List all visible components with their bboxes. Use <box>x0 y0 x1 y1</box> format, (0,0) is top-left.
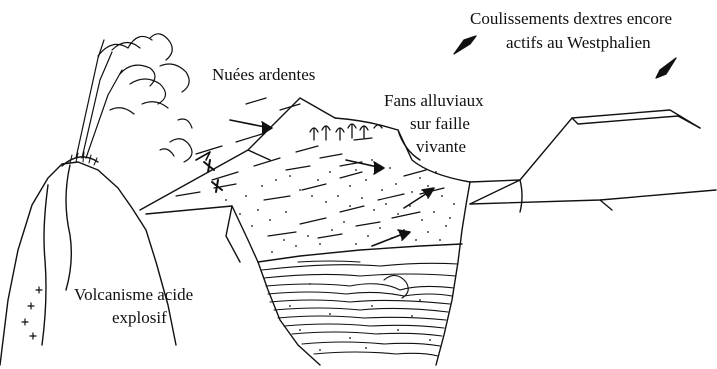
basin-strata <box>262 261 458 356</box>
volcano <box>0 152 176 365</box>
labels: Coulissements dextres encore actifs au W… <box>74 9 672 327</box>
label-volcanisme-line1: Volcanisme acide <box>74 285 193 304</box>
label-coulissements-line2: actifs au Westphalien <box>506 33 651 52</box>
label-fans-line3: vivante <box>416 137 466 156</box>
label-volcanisme-line2: explosif <box>112 308 167 327</box>
label-fans-line1: Fans alluviaux <box>384 91 484 110</box>
sediment-stipple <box>225 159 455 253</box>
label-coulissements-line1: Coulissements dextres encore <box>470 9 672 28</box>
label-fans-line2: sur faille <box>410 114 470 133</box>
flow-arrows <box>196 120 434 246</box>
eruption-plume <box>76 34 192 162</box>
volcanic-crosses <box>22 287 42 339</box>
right-block <box>470 110 716 212</box>
label-nuees: Nuées ardentes <box>212 65 315 84</box>
pyroclast-marks <box>204 160 222 192</box>
strata-stipple <box>289 283 431 351</box>
